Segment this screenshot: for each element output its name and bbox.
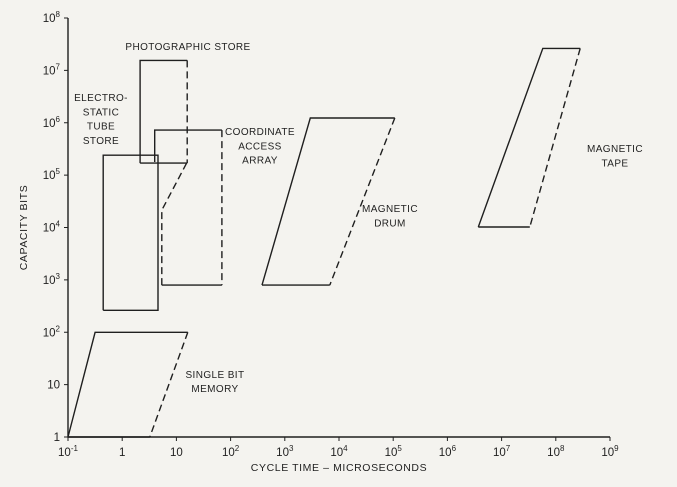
magnetic-tape-outline-solid bbox=[477, 47, 581, 228]
y-tick-label: 102 bbox=[43, 324, 61, 339]
y-tick-label: 10 bbox=[47, 380, 60, 392]
x-tick-label: 10-1 bbox=[58, 444, 78, 459]
magnetic-tape-label: MAGNETIC bbox=[587, 144, 643, 155]
y-tick-label: 105 bbox=[43, 167, 61, 182]
y-tick-label: 108 bbox=[43, 10, 61, 25]
y-tick-label: 107 bbox=[43, 62, 61, 77]
photographic-store-outline-solid bbox=[139, 59, 188, 164]
coordinate-access-array-outline-solid bbox=[153, 129, 222, 162]
magnetic-tape-outline-dashed bbox=[529, 48, 581, 228]
coordinate-access-array-label: COORDINATE bbox=[225, 127, 295, 138]
x-tick-label: 109 bbox=[601, 444, 619, 459]
x-tick-label: 1 bbox=[119, 447, 125, 459]
x-tick-label: 103 bbox=[276, 444, 294, 459]
x-tick-label: 102 bbox=[222, 444, 240, 459]
coordinate-access-array-outline-dashed bbox=[161, 161, 188, 286]
magnetic-drum-label: DRUM bbox=[374, 218, 406, 229]
photographic-store-label: PHOTOGRAPHIC STORE bbox=[125, 42, 250, 53]
electrostatic-tube-store-label: TUBE bbox=[87, 122, 115, 133]
electrostatic-tube-store-label: ELECTRO- bbox=[74, 93, 128, 104]
magnetic-drum-outline-solid bbox=[261, 117, 395, 286]
y-tick-label: 103 bbox=[43, 272, 61, 287]
single-bit-memory-label: SINGLE BIT bbox=[185, 370, 244, 381]
electrostatic-tube-store-label: STORE bbox=[83, 136, 119, 147]
x-tick-label: 10 bbox=[170, 447, 183, 459]
single-bit-memory-label: MEMORY bbox=[191, 384, 238, 395]
y-axis-title: CAPACITY BITS bbox=[18, 185, 30, 271]
y-tick-label: 106 bbox=[43, 115, 61, 130]
x-tick-label: 106 bbox=[439, 444, 457, 459]
x-tick-label: 107 bbox=[493, 444, 511, 459]
y-tick-label: 104 bbox=[43, 220, 61, 235]
coordinate-access-array-label: ARRAY bbox=[242, 156, 278, 167]
single-bit-memory-outline-solid bbox=[67, 331, 188, 438]
x-tick-label: 104 bbox=[330, 444, 348, 459]
coordinate-access-array-label: ACCESS bbox=[238, 141, 282, 152]
magnetic-drum-label: MAGNETIC bbox=[362, 204, 418, 215]
x-tick-label: 108 bbox=[547, 444, 565, 459]
electrostatic-tube-store-outline-solid bbox=[102, 154, 159, 311]
y-tick-label: 1 bbox=[54, 432, 60, 444]
magnetic-tape-label: TAPE bbox=[602, 158, 629, 169]
electrostatic-tube-store-label: STATIC bbox=[83, 107, 119, 118]
x-tick-label: 105 bbox=[385, 444, 403, 459]
single-bit-memory-outline-dashed bbox=[149, 332, 189, 438]
magnetic-drum-outline-dashed bbox=[329, 117, 396, 286]
x-axis-title: CYCLE TIME – MICROSECONDS bbox=[251, 462, 427, 474]
